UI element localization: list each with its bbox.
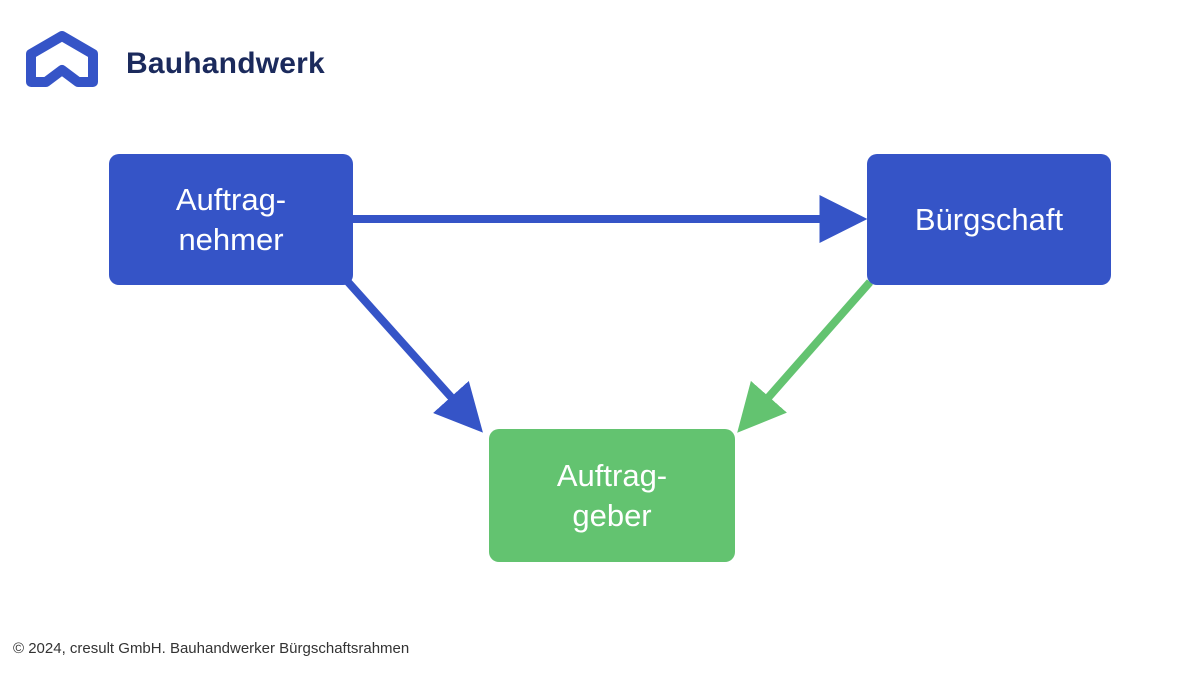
node-auftraggeber-label: Auftrag- geber: [556, 457, 668, 533]
brand-name: Bauhandwerk: [126, 47, 325, 80]
house-roof-icon: [26, 31, 98, 87]
node-auftragnehmer-label: Auftrag- nehmer: [175, 181, 287, 257]
node-auftraggeber: Auftrag- geber: [489, 429, 735, 562]
node-buergschaft: Bürgschaft: [867, 154, 1111, 285]
edge-buergschaft-auftraggeber: [737, 279, 874, 433]
edge-auftragnehmer-auftraggeber: [345, 279, 483, 433]
node-buergschaft-label: Bürgschaft: [914, 201, 1064, 237]
footer-copyright: © 2024, cresult GmbH. Bauhandwerker Bürg…: [13, 640, 410, 657]
logo: [24, 30, 100, 90]
node-auftragnehmer: Auftrag- nehmer: [109, 154, 353, 285]
